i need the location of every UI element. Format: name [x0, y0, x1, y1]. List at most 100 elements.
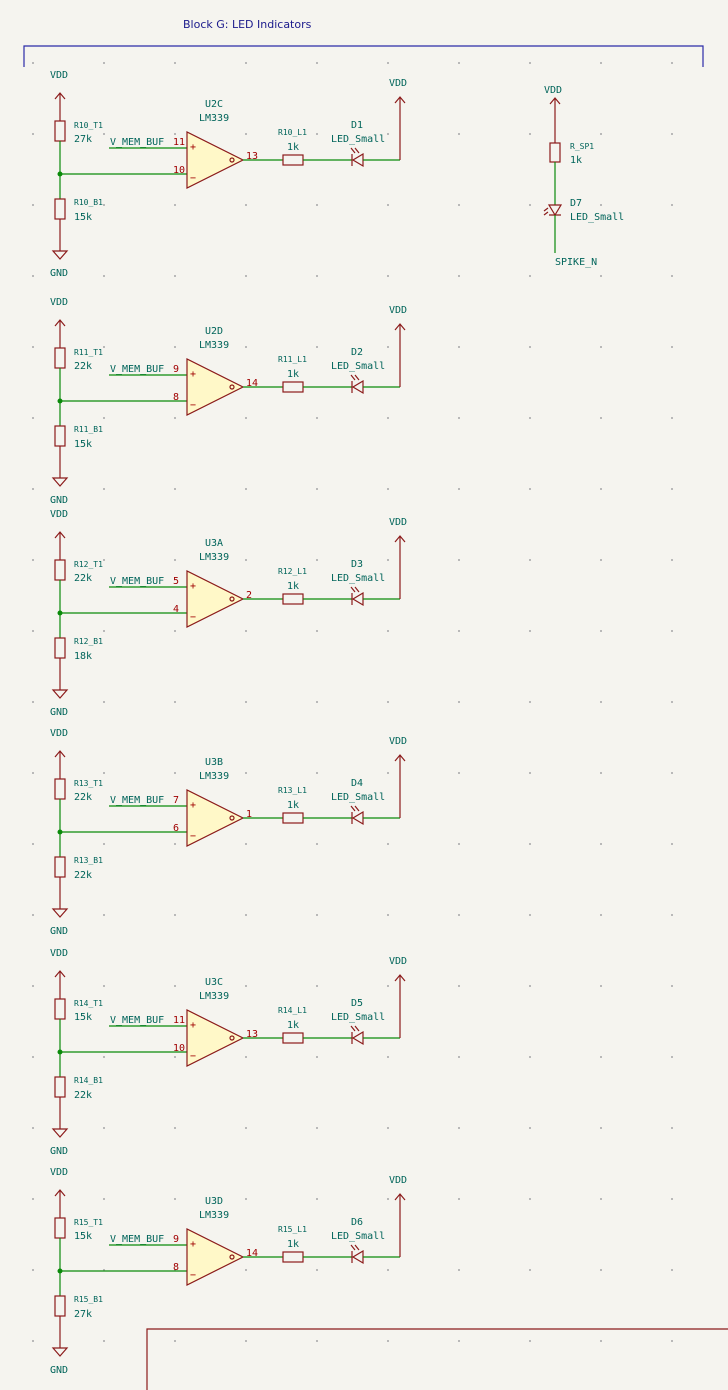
grid-dot	[245, 62, 247, 64]
led-vdd-label: VDD	[389, 736, 407, 747]
grid-dot	[174, 914, 176, 916]
grid-dot	[387, 133, 389, 135]
comparator-unit: U3C	[205, 977, 223, 988]
resistor-top-ref: R10_T1	[74, 121, 103, 130]
grid-dot	[458, 133, 460, 135]
led-vdd-arrow	[394, 974, 406, 982]
grid-dot	[316, 1340, 318, 1342]
plus-sign: +	[190, 369, 196, 380]
grid-dot	[529, 488, 531, 490]
sheet-frame-bottom	[146, 1328, 728, 1390]
grid-dot	[103, 843, 105, 845]
grid-dot	[529, 914, 531, 916]
open-collector-mark	[229, 1035, 235, 1041]
gnd-symbol	[51, 1128, 69, 1138]
comparator-unit: U3B	[205, 757, 223, 768]
grid-dot	[671, 275, 673, 277]
led-vdd-arrow	[394, 754, 406, 762]
grid-dot	[600, 1056, 602, 1058]
grid-dot	[32, 559, 34, 561]
vdd-label: VDD	[50, 297, 68, 308]
grid-dot	[174, 1056, 176, 1058]
resistor-bottom	[54, 637, 66, 659]
grid-dot	[174, 62, 176, 64]
grid-dot	[32, 630, 34, 632]
gnd-symbol	[51, 689, 69, 699]
resistor-top-value: 15k	[74, 1231, 92, 1242]
grid-dot	[600, 559, 602, 561]
led-resistor-value: 1k	[287, 800, 299, 811]
pin-out-number: 14	[246, 378, 258, 389]
led-symbol	[351, 379, 364, 395]
spike-led-value: LED_Small	[570, 212, 624, 223]
grid-dot	[245, 701, 247, 703]
led-resistor-ref: R15_L1	[278, 1225, 307, 1234]
resistor-top-value: 22k	[74, 573, 92, 584]
spike-led-ref: D7	[570, 198, 582, 209]
plus-sign: +	[190, 1239, 196, 1250]
grid-dot	[671, 62, 673, 64]
comparator-part: LM339	[199, 771, 229, 782]
resistor-bottom	[54, 425, 66, 447]
led-value: LED_Small	[331, 361, 385, 372]
grid-dot	[458, 701, 460, 703]
pin-plus-number: 7	[173, 795, 179, 806]
comparator-unit: U3A	[205, 538, 223, 549]
resistor-top	[54, 778, 66, 800]
grid-dot	[245, 1340, 247, 1342]
grid-dot	[174, 1269, 176, 1271]
grid-dot	[458, 62, 460, 64]
led-resistor-ref: R14_L1	[278, 1006, 307, 1015]
minus-sign: −	[190, 612, 196, 623]
resistor-bottom-ref: R12_B1	[74, 637, 103, 646]
grid-dot	[600, 417, 602, 419]
comparator-unit: U2C	[205, 99, 223, 110]
led-value: LED_Small	[331, 134, 385, 145]
grid-dot	[600, 772, 602, 774]
grid-dot	[458, 488, 460, 490]
resistor-top	[54, 1217, 66, 1239]
led-vdd-arrow	[394, 535, 406, 543]
vdd-label: VDD	[50, 70, 68, 81]
grid-dot	[103, 133, 105, 135]
grid-dot	[32, 701, 34, 703]
grid-dot	[529, 843, 531, 845]
led-resistor-ref: R10_L1	[278, 128, 307, 137]
grid-dot	[600, 275, 602, 277]
grid-dot	[529, 417, 531, 419]
comparator-stage-3: VDDR12_T122kR12_B118kGNDU3ALM339V_MEM_BU…	[50, 509, 407, 718]
gnd-label: GND	[50, 1365, 68, 1376]
open-collector-mark	[229, 596, 235, 602]
grid-dot	[32, 1198, 34, 1200]
pin-out-number: 2	[246, 590, 252, 601]
led-resistor-value: 1k	[287, 369, 299, 380]
grid-dot	[103, 1056, 105, 1058]
led-resistor-value: 1k	[287, 581, 299, 592]
grid-dot	[529, 133, 531, 135]
led-value: LED_Small	[331, 792, 385, 803]
open-collector-mark	[229, 1254, 235, 1260]
grid-dot	[32, 843, 34, 845]
gnd-symbol	[51, 908, 69, 918]
resistor-top	[54, 347, 66, 369]
grid-dot	[103, 1198, 105, 1200]
spike-resistor-ref: R_SP1	[570, 142, 594, 151]
grid-dot	[600, 1340, 602, 1342]
grid-dot	[103, 985, 105, 987]
led-ref: D1	[351, 120, 363, 131]
grid-dot	[316, 488, 318, 490]
grid-dot	[529, 1340, 531, 1342]
resistor-bottom-value: 15k	[74, 439, 92, 450]
grid-dot	[387, 417, 389, 419]
grid-dot	[529, 559, 531, 561]
pin-plus-number: 5	[173, 576, 179, 587]
grid-dot	[316, 843, 318, 845]
led-symbol	[351, 1249, 364, 1265]
led-resistor	[282, 1032, 304, 1044]
grid-dot	[103, 1269, 105, 1271]
grid-dot	[316, 701, 318, 703]
grid-dot	[529, 985, 531, 987]
grid-dot	[32, 488, 34, 490]
grid-dot	[387, 346, 389, 348]
